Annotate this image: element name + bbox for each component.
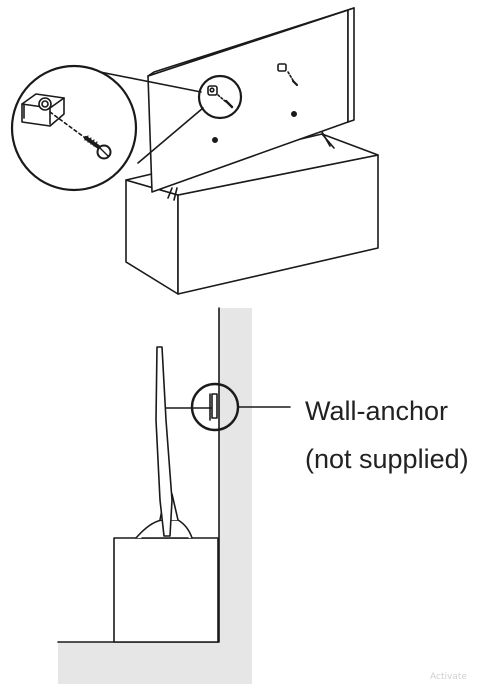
highlight-circle (197, 74, 243, 120)
zoom-circle (10, 64, 138, 192)
tv-side (155, 346, 173, 537)
furniture-side (113, 537, 219, 643)
wall (58, 308, 252, 684)
tv-back-panel (147, 7, 355, 193)
wall-outline (57, 307, 220, 643)
bottom-illustration (57, 307, 291, 684)
zoom-connector-top (99, 71, 202, 93)
zoom-connector-bottom (137, 107, 204, 164)
tv-stand-legs (167, 131, 335, 201)
callout-label-line2: (not supplied) (305, 444, 469, 474)
wall-anchor (209, 393, 218, 421)
screw-hole (212, 137, 219, 144)
tv-bracket-in-circle (207, 85, 234, 109)
callout-label-line1: Wall-anchor (305, 396, 449, 426)
tv-bracket-small (277, 63, 299, 87)
top-illustration (10, 7, 379, 295)
furniture-box (125, 133, 379, 295)
zoomed-dashed-guide (49, 111, 89, 141)
zoomed-screw (84, 135, 112, 160)
screw-hole (290, 111, 297, 118)
watermark-text: Activate (430, 672, 467, 682)
zoomed-bracket (21, 93, 65, 127)
